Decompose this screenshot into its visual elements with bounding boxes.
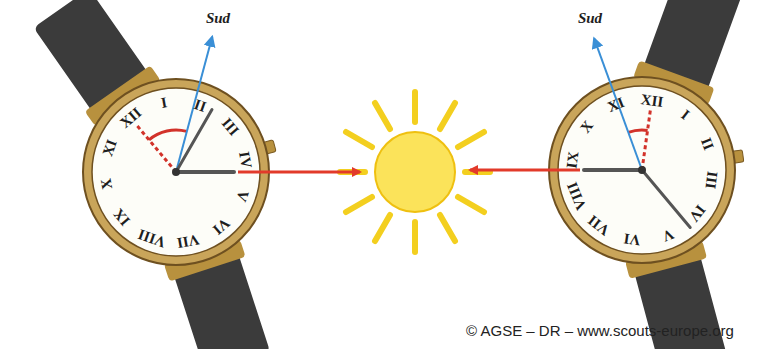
sun-pointer-arrow [470, 169, 580, 172]
angle-arc [628, 130, 647, 132]
south-arrow [594, 38, 642, 170]
sun-pointer-arrow [238, 171, 360, 174]
south-arrow [176, 37, 212, 172]
right-watch [549, 0, 744, 349]
noon-line [642, 109, 651, 170]
direction-label: Sud [206, 11, 230, 26]
direction-label: Sud [578, 11, 602, 26]
minute-hand [642, 170, 690, 228]
minute-hand [176, 110, 212, 172]
dial-numeral: III [703, 170, 720, 189]
angle-arc [149, 130, 187, 140]
left-watch [33, 0, 276, 349]
hour-hand [584, 168, 642, 172]
hour-hand [176, 170, 234, 174]
copyright-notice: © AGSE – DR – www.scouts-europe.org [466, 323, 734, 338]
watch-dial [558, 86, 726, 254]
dial-numeral: IX [564, 151, 581, 170]
watch-dial [92, 88, 260, 256]
sun-disc [375, 132, 455, 212]
dial-numeral: VII [176, 232, 201, 251]
hand-pivot [172, 168, 180, 176]
hand-pivot [638, 166, 646, 174]
dial-numeral: VI [623, 231, 642, 248]
sun [340, 92, 490, 252]
dial-numeral: XII [640, 92, 664, 110]
dial-numeral: IV [236, 150, 254, 169]
